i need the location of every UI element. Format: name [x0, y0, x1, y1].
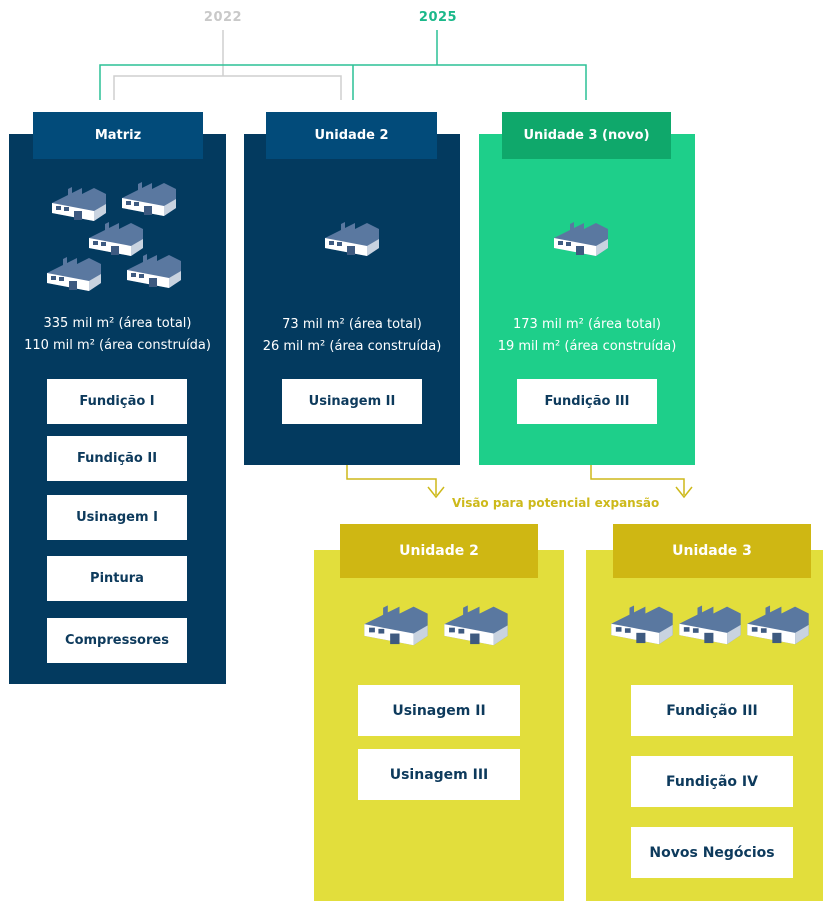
- matriz-item: Fundição I: [47, 379, 187, 424]
- expansion-unidade2-item: Usinagem II: [358, 685, 520, 736]
- matriz-item: Compressores: [47, 618, 187, 663]
- unidade2-title: Unidade 2: [266, 112, 437, 159]
- matriz-stats: 335 mil m² (área total) 110 mil m² (área…: [9, 313, 226, 357]
- matriz-item: Usinagem I: [47, 495, 187, 540]
- factory-icon: [552, 220, 610, 264]
- unidade2-area-total: 73 mil m² (área total): [282, 317, 422, 332]
- matriz-title: Matriz: [33, 112, 203, 159]
- unidade3-title: Unidade 3 (novo): [502, 112, 671, 159]
- matriz-area-total: 335 mil m² (área total): [43, 316, 192, 331]
- timeline-connectors: [99, 30, 693, 499]
- unidade2-stats: 73 mil m² (área total) 26 mil m² (área c…: [244, 314, 460, 358]
- factory-icon: [362, 603, 430, 654]
- unidade3-item: Fundição III: [517, 379, 657, 424]
- factory-icon: [50, 185, 108, 229]
- factory-icon: [745, 603, 811, 653]
- year-label-2022: 2022: [203, 10, 243, 25]
- matriz-item: Pintura: [47, 556, 187, 601]
- factory-icon: [609, 603, 675, 653]
- expansion-unidade2-item: Usinagem III: [358, 749, 520, 800]
- factory-icon: [120, 180, 178, 224]
- factory-icon: [442, 603, 510, 654]
- factory-icon: [125, 252, 183, 296]
- expansion-unidade2-title: Unidade 2: [340, 524, 538, 578]
- expansion-unidade3-item: Novos Negócios: [631, 827, 793, 878]
- unidade2-item: Usinagem II: [282, 379, 422, 424]
- unidade2-area-built: 26 mil m² (área construída): [262, 339, 442, 354]
- factory-icon: [323, 220, 381, 264]
- expansion-unidade3-item: Fundição IV: [631, 756, 793, 807]
- matriz-item: Fundição II: [47, 436, 187, 481]
- expansion-label: Visão para potencial expansão: [452, 496, 660, 510]
- factory-icon: [677, 603, 743, 653]
- factory-icon: [87, 220, 145, 264]
- unidade3-area-total: 173 mil m² (área total): [513, 317, 661, 332]
- expansion-unidade3-item: Fundição III: [631, 685, 793, 736]
- expansion-unidade3-title: Unidade 3: [613, 524, 811, 578]
- year-label-2025: 2025: [418, 10, 458, 25]
- factory-icon: [45, 255, 103, 299]
- unidade3-area-built: 19 mil m² (área construída): [497, 339, 677, 354]
- unidade3-stats: 173 mil m² (área total) 19 mil m² (área …: [479, 314, 695, 358]
- matriz-area-built: 110 mil m² (área construída): [24, 338, 211, 353]
